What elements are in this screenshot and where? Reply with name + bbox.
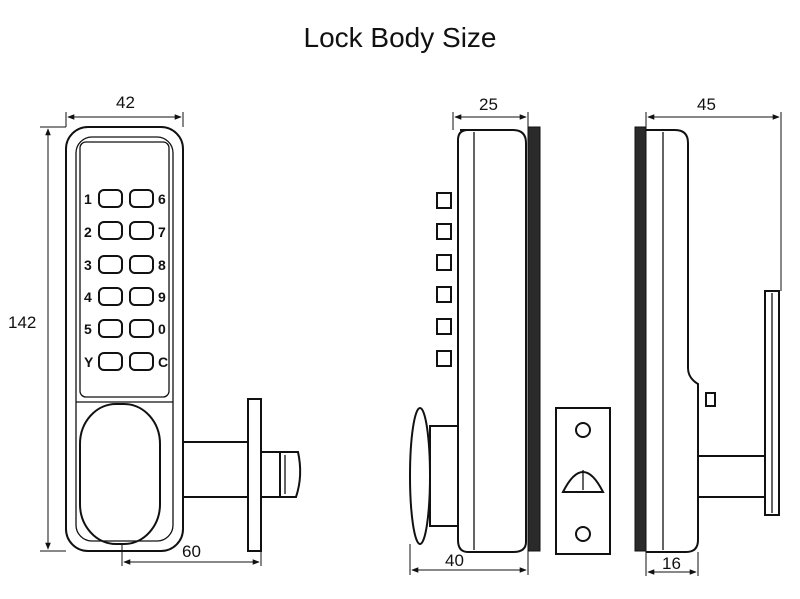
side-view xyxy=(409,126,611,555)
dim-front-depth: 60 xyxy=(182,542,201,561)
key-label: 0 xyxy=(158,321,166,337)
key-label: 6 xyxy=(158,191,166,207)
front-view: 1 2 3 4 5 Y 6 7 8 9 0 C xyxy=(65,126,302,552)
key-label: 1 xyxy=(84,191,92,207)
front-knob xyxy=(79,403,161,545)
front-body-inner xyxy=(75,136,174,542)
side-dimensions: 25 40 xyxy=(409,95,529,575)
front-spindle xyxy=(183,441,248,498)
key-label: Y xyxy=(84,354,94,370)
strike-opening xyxy=(561,471,605,493)
key-label: 5 xyxy=(84,321,92,337)
dim-side-bottom: 40 xyxy=(445,551,464,570)
back-body xyxy=(646,129,699,553)
dim-side-top: 25 xyxy=(479,95,498,114)
front-dimensions: 42 142 60 xyxy=(8,93,262,566)
dim-back-bottom: 16 xyxy=(662,554,681,573)
back-spindle xyxy=(698,455,765,498)
back-view xyxy=(634,126,780,553)
key-label: 7 xyxy=(158,224,166,240)
back-handle xyxy=(764,290,780,516)
side-buttons xyxy=(436,192,452,367)
back-pin xyxy=(705,392,716,407)
strike-plate xyxy=(555,407,611,555)
diagram-title: Lock Body Size xyxy=(303,22,497,53)
key-label: 3 xyxy=(84,257,92,273)
dim-front-width: 42 xyxy=(116,93,135,112)
side-knob-stem xyxy=(429,425,458,527)
back-door-plate xyxy=(634,126,647,552)
keypad-window xyxy=(79,141,170,398)
key-label: 4 xyxy=(84,289,92,305)
key-label: 8 xyxy=(158,257,166,273)
side-knob xyxy=(409,407,431,545)
back-dimensions: 45 16 xyxy=(645,95,782,576)
front-body-outline xyxy=(65,126,184,552)
dim-back-top: 45 xyxy=(697,95,716,114)
dim-front-height: 142 xyxy=(8,313,36,332)
front-latch-base xyxy=(261,451,281,498)
key-label: C xyxy=(158,354,168,370)
key-label: 9 xyxy=(158,289,166,305)
side-door-plate xyxy=(527,126,541,552)
side-body xyxy=(457,129,527,553)
front-faceplate xyxy=(247,398,262,552)
key-label: 2 xyxy=(84,224,92,240)
front-latch-bolt xyxy=(280,451,302,498)
keypad-keys xyxy=(98,189,154,371)
